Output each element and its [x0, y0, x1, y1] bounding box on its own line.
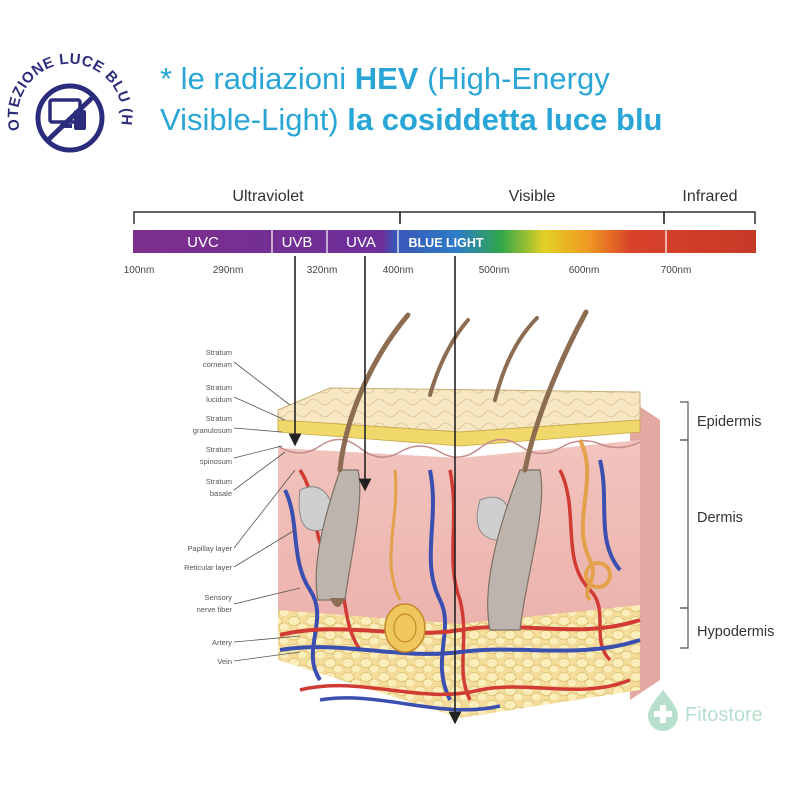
- band-uvc: UVC: [187, 234, 219, 251]
- bracket-infrared: [663, 211, 756, 224]
- region-label-visible: Visible: [509, 188, 556, 205]
- pacinian-corpuscle: [384, 603, 426, 653]
- region-label-infrared: Infrared: [682, 188, 737, 205]
- spectrum-bar: [133, 230, 756, 253]
- layer-label-dermis: Dermis: [697, 510, 743, 526]
- wavelength-label: 320nm: [307, 265, 338, 276]
- wavelength-label: 600nm: [569, 265, 600, 276]
- label-vein: Vein: [217, 657, 232, 666]
- penetration-arrows: [288, 256, 462, 725]
- brand-name: Fitostore: [685, 704, 763, 726]
- band-blue-light: BLUE LIGHT: [409, 236, 484, 250]
- band-uvb: UVB: [282, 234, 313, 251]
- headline-text: * le radiazioni: [160, 61, 355, 96]
- label-papillary-layer: Papillay layer: [187, 544, 232, 553]
- wavelength-label: 700nm: [661, 265, 692, 276]
- headline-hev: HEV: [354, 61, 419, 96]
- label-reticular-layer: Reticular layer: [184, 563, 232, 572]
- fitostore-logo: Fitostore: [648, 690, 763, 731]
- region-label-ultraviolet: Ultraviolet: [232, 188, 304, 205]
- layer-label-epidermis: Epidermis: [697, 414, 761, 430]
- headline-luce-blu: la cosiddetta luce blu: [347, 102, 663, 137]
- blue-light-protection-badge: PROTEZIONE LUCE BLU (HEV): [0, 0, 135, 153]
- headline-text: Visible-Light): [160, 102, 348, 137]
- wavelength-label: 500nm: [479, 265, 510, 276]
- wavelength-label: 400nm: [383, 265, 414, 276]
- headline: * le radiazioni HEV (High-Energy Visible…: [160, 58, 790, 140]
- label-artery: Artery: [212, 638, 232, 647]
- wavelength-label: 290nm: [213, 265, 244, 276]
- wavelength-label: 100nm: [124, 265, 155, 276]
- headline-text: (High-Energy: [418, 61, 610, 96]
- no-devices-icon: [46, 94, 96, 142]
- spectrum-diagram: Ultraviolet Visible Infrared UVC UVB UVA…: [124, 188, 756, 276]
- layer-label-hypodermis: Hypodermis: [697, 624, 774, 640]
- label-leader-lines: [233, 361, 301, 662]
- band-uva: UVA: [346, 234, 376, 251]
- bracket-ultraviolet: [133, 211, 401, 224]
- bracket-visible: [399, 211, 665, 224]
- skin-cross-section: Epidermis Dermis Hypodermis: [277, 309, 774, 718]
